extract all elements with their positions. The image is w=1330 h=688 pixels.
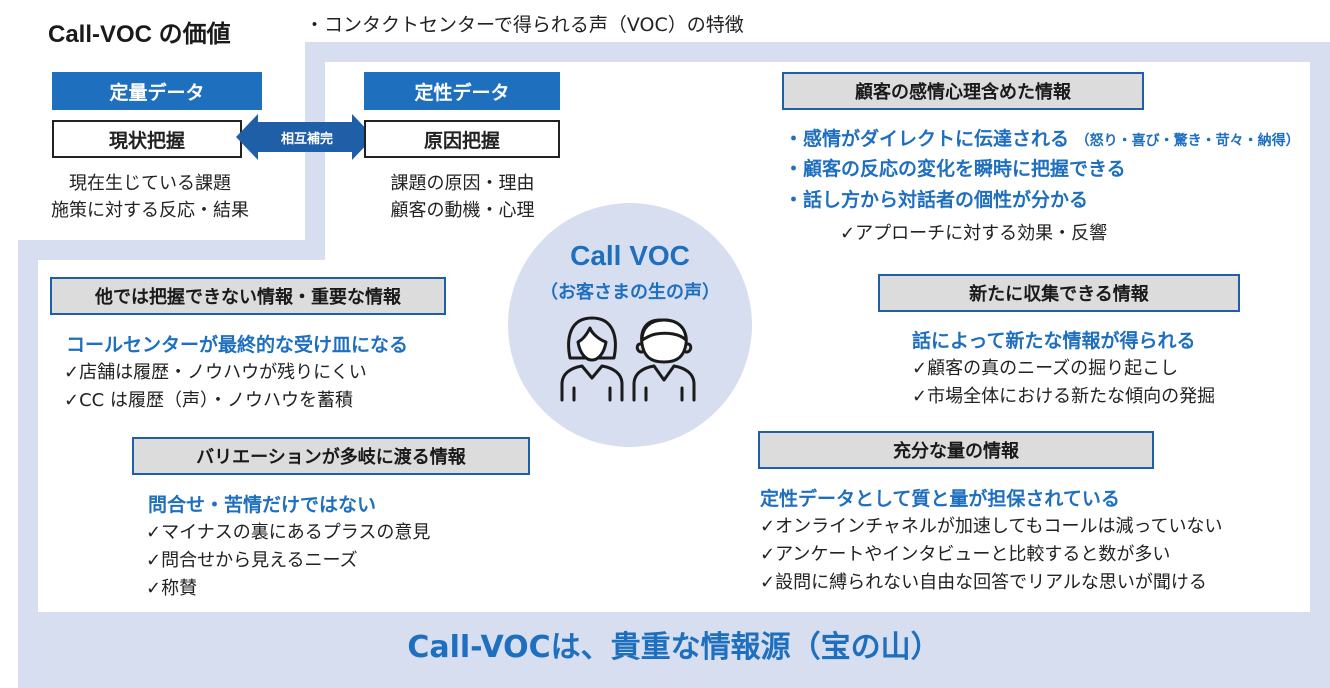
variation-check-2: ✓問合せから見えるニーズ bbox=[146, 550, 358, 571]
footer-message: Call-VOCは、貴重な情報源（宝の山） bbox=[407, 630, 941, 665]
frame-step-horizontal bbox=[18, 240, 325, 260]
content-area-left bbox=[38, 260, 338, 612]
variation-check-3: ✓称賛 bbox=[146, 578, 198, 599]
footer-band bbox=[18, 612, 1330, 688]
emotion-point-3: ・話し方から対話者の個性が分かる bbox=[784, 189, 1089, 211]
qual-header: 定性データ bbox=[364, 72, 560, 110]
quant-header: 定量データ bbox=[52, 72, 262, 110]
unique-check-2: ✓CC は履歴（声）・ノウハウを蓄積 bbox=[64, 390, 353, 411]
new-info-point: 話によって新たな情報が得られる bbox=[912, 330, 1196, 352]
center-title: Call VOC bbox=[570, 240, 690, 271]
frame-right bbox=[1310, 42, 1330, 688]
frame-top bbox=[305, 42, 1330, 62]
emotion-header: 顧客の感情心理含めた情報 bbox=[782, 72, 1144, 110]
new-info-check-1: ✓顧客の真のニーズの掘り起こし bbox=[912, 358, 1179, 379]
new-info-check-2: ✓市場全体における新たな傾向の発掘 bbox=[912, 386, 1216, 407]
variation-point: 問合せ・苦情だけではない bbox=[148, 494, 377, 516]
qual-box: 原因把握 bbox=[364, 120, 560, 158]
unique-point: コールセンターが最終的な受け皿になる bbox=[66, 334, 409, 356]
volume-check-3: ✓設問に縛られない自由な回答でリアルな思いが聞ける bbox=[760, 572, 1207, 593]
emotion-point-1-text: ・感情がダイレクトに伝達される bbox=[784, 128, 1070, 150]
new-info-header: 新たに収集できる情報 bbox=[878, 274, 1240, 312]
qual-line-2: 顧客の動機・心理 bbox=[390, 200, 535, 221]
unique-check-1: ✓店舗は履歴・ノウハウが残りにくい bbox=[64, 362, 367, 383]
arrow-label: 相互補完 bbox=[280, 132, 333, 147]
frame-left bbox=[18, 240, 38, 688]
volume-check-1: ✓オンラインチャネルが加速してもコールは減っていない bbox=[760, 516, 1223, 537]
center-circle bbox=[508, 203, 752, 447]
volume-header: 充分な量の情報 bbox=[758, 431, 1154, 469]
unique-header: 他では把握できない情報・重要な情報 bbox=[50, 277, 446, 315]
page-title: Call-VOC の価値 bbox=[48, 21, 231, 48]
quant-line-1: 現在生じている課題 bbox=[69, 173, 231, 194]
volume-check-2: ✓アンケートやインタビューと比較すると数が多い bbox=[760, 544, 1171, 565]
quant-lines: 現在生じている課題 施策に対する反応・結果 bbox=[30, 170, 270, 224]
emotion-point-1: ・感情がダイレクトに伝達される （怒り・喜び・驚き・苛々・納得） bbox=[784, 124, 1300, 151]
double-arrow-icon bbox=[236, 114, 374, 160]
qual-line-1: 課題の原因・理由 bbox=[390, 173, 535, 194]
page-subtitle: ・コンタクトセンターで得られる声（VOC）の特徴 bbox=[305, 14, 744, 36]
quant-line-2: 施策に対する反応・結果 bbox=[51, 200, 249, 221]
variation-header: バリエーションが多岐に渡る情報 bbox=[132, 437, 530, 475]
variation-check-1: ✓マイナスの裏にあるプラスの意見 bbox=[146, 522, 431, 543]
two-people-icon bbox=[560, 316, 696, 402]
emotion-point-1-note: （怒り・喜び・驚き・苛々・納得） bbox=[1075, 133, 1300, 149]
quant-box: 現状把握 bbox=[52, 120, 242, 158]
qual-lines: 課題の原因・理由 顧客の動機・心理 bbox=[350, 170, 575, 224]
center-subtitle: （お客さまの生の声） bbox=[540, 282, 720, 303]
emotion-point-2: ・顧客の反応の変化を瞬時に把握できる bbox=[784, 158, 1126, 180]
emotion-check-1: ✓アプローチに対する効果・反響 bbox=[840, 223, 1108, 244]
volume-point: 定性データとして質と量が担保されている bbox=[760, 488, 1120, 510]
